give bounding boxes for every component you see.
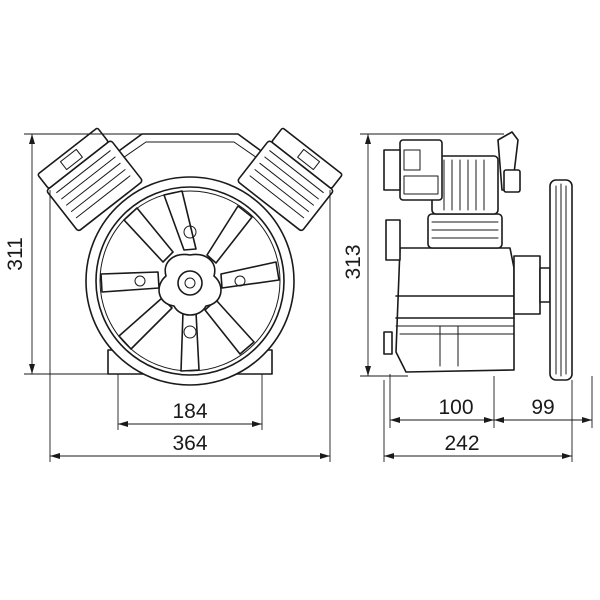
dim-front-foot-span: 184 <box>172 400 207 423</box>
front-dimensions: 311 184 364 <box>4 133 331 462</box>
dim-front-width: 364 <box>172 432 207 455</box>
flywheel <box>85 176 295 386</box>
front-view <box>37 127 343 386</box>
dim-side-base: 100 <box>438 396 473 419</box>
dim-front-height: 311 <box>4 237 27 270</box>
dim-side-height: 313 <box>342 244 365 279</box>
dim-side-pulley: 99 <box>531 396 554 419</box>
left-cylinder-head <box>37 127 143 232</box>
side-dimensions: 313 100 99 242 <box>342 133 593 462</box>
dim-side-width: 242 <box>444 432 479 455</box>
right-cylinder-head <box>237 127 343 232</box>
side-view <box>383 131 573 381</box>
